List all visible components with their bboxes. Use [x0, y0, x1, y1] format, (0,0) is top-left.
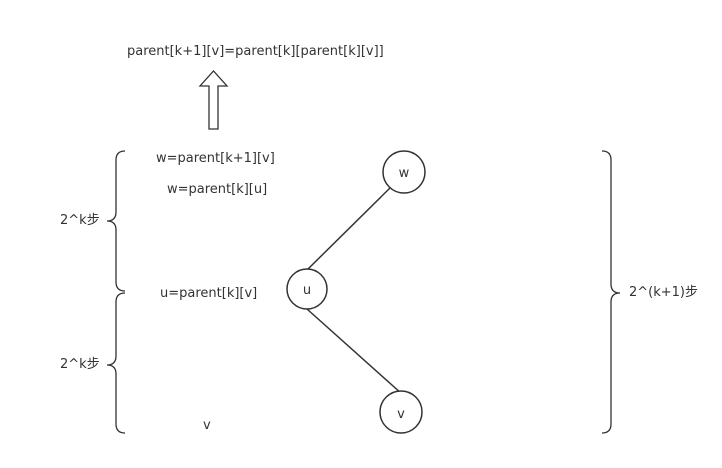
node-u: u: [286, 268, 328, 310]
edge-u-v: [306, 308, 403, 395]
node-v: v: [379, 390, 423, 434]
formula-label: parent[k+1][v]=parent[k][parent[k][v]]: [127, 44, 384, 59]
node-w-label: w: [399, 166, 410, 181]
node-w: w: [382, 150, 426, 194]
node-v-label: v: [397, 407, 405, 422]
node-u-label: u: [303, 283, 311, 298]
w-definition-half: w=parent[k][u]: [167, 182, 268, 197]
steps-top-label: 2^k步: [60, 213, 100, 228]
steps-full-label: 2^(k+1)步: [629, 285, 698, 300]
steps-bottom-label: 2^k步: [60, 357, 100, 372]
v-bottom-label: v: [203, 418, 211, 433]
edge-w-u: [306, 186, 392, 271]
up-arrow-icon: [198, 70, 229, 130]
w-definition-full: w=parent[k+1][v]: [156, 151, 275, 166]
u-definition: u=parent[k][v]: [160, 286, 258, 301]
brace-bottom-left: [106, 292, 126, 434]
brace-right: [601, 150, 621, 434]
brace-top-left: [106, 150, 126, 292]
